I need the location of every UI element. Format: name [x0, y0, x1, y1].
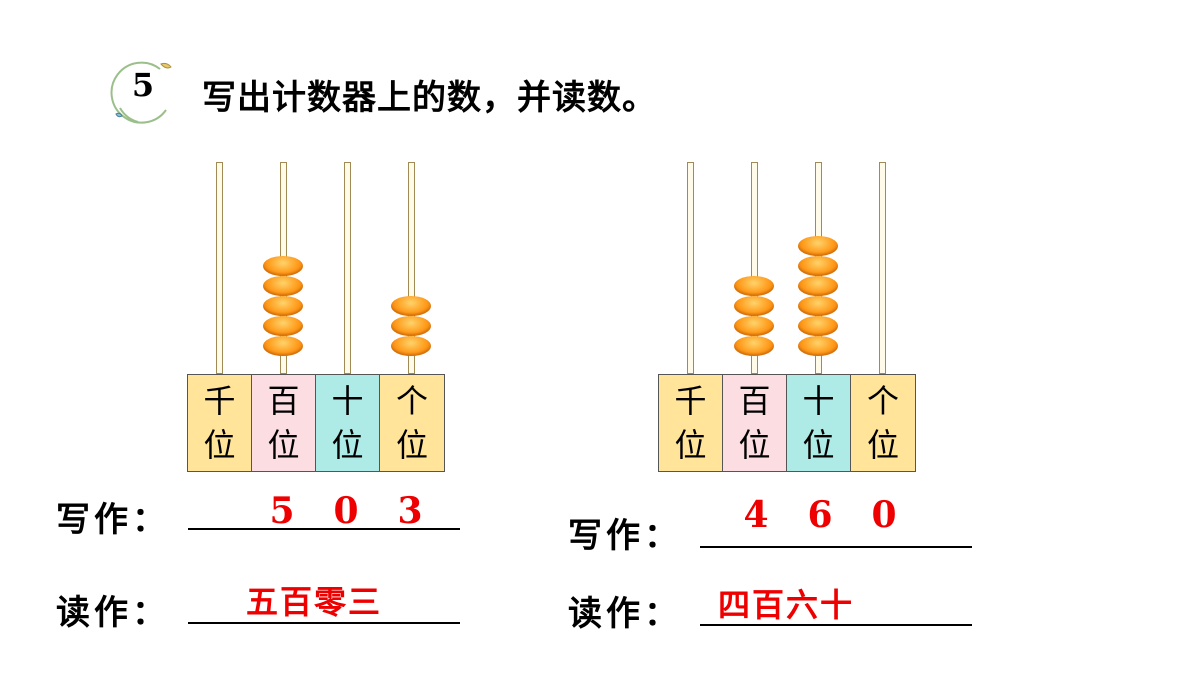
write-answer-line-right — [700, 546, 972, 548]
bead-hundreds — [734, 316, 774, 336]
rod-thousands — [687, 162, 694, 374]
rod-hundreds — [751, 162, 758, 374]
exercise-instruction: 写出计数器上的数，并读数。 — [202, 78, 657, 118]
write-answer-line-left — [188, 528, 460, 530]
rod-thousands — [216, 162, 223, 374]
bead-hundreds — [263, 336, 303, 356]
bead-ones — [391, 296, 431, 316]
bead-tens — [798, 336, 838, 356]
read-answer-right: 四百六十 — [718, 586, 855, 624]
rod-ones — [408, 162, 415, 374]
read-answer-line-right — [700, 624, 972, 626]
bead-hundreds — [734, 336, 774, 356]
exercise-number: 5 — [131, 66, 155, 104]
abacus-right: 千位 百位 十位 个位 — [658, 150, 918, 480]
bead-tens — [798, 276, 838, 296]
bead-hundreds — [263, 296, 303, 316]
write-label-left: 写作： — [56, 500, 170, 540]
rod-tens — [344, 162, 351, 374]
place-thousands: 千位 — [188, 375, 252, 471]
read-label-right: 读作： — [568, 594, 682, 634]
bead-ones — [391, 336, 431, 356]
bead-hundreds — [263, 276, 303, 296]
place-value-labels: 千位 百位 十位 个位 — [187, 374, 445, 472]
read-answer-line-left — [188, 622, 460, 624]
place-ones: 个位 — [380, 375, 444, 471]
bead-hundreds — [263, 256, 303, 276]
place-tens: 十位 — [787, 375, 851, 471]
place-hundreds: 百位 — [252, 375, 316, 471]
place-thousands: 千位 — [659, 375, 723, 471]
place-value-labels: 千位 百位 十位 个位 — [658, 374, 916, 472]
place-tens: 十位 — [316, 375, 380, 471]
bead-hundreds — [734, 276, 774, 296]
place-hundreds: 百位 — [723, 375, 787, 471]
bead-ones — [391, 316, 431, 336]
write-label-right: 写作： — [568, 516, 682, 556]
abacus-left: 千位 百位 十位 个位 — [187, 150, 447, 480]
exercise-number-badge — [110, 61, 172, 124]
bead-tens — [798, 316, 838, 336]
bead-tens — [798, 236, 838, 256]
bead-hundreds — [263, 316, 303, 336]
rod-ones — [879, 162, 886, 374]
bead-tens — [798, 296, 838, 316]
read-answer-left: 五百零三 — [246, 583, 383, 621]
read-label-left: 读作： — [56, 593, 170, 633]
place-ones: 个位 — [851, 375, 915, 471]
bead-hundreds — [734, 296, 774, 316]
bead-tens — [798, 256, 838, 276]
